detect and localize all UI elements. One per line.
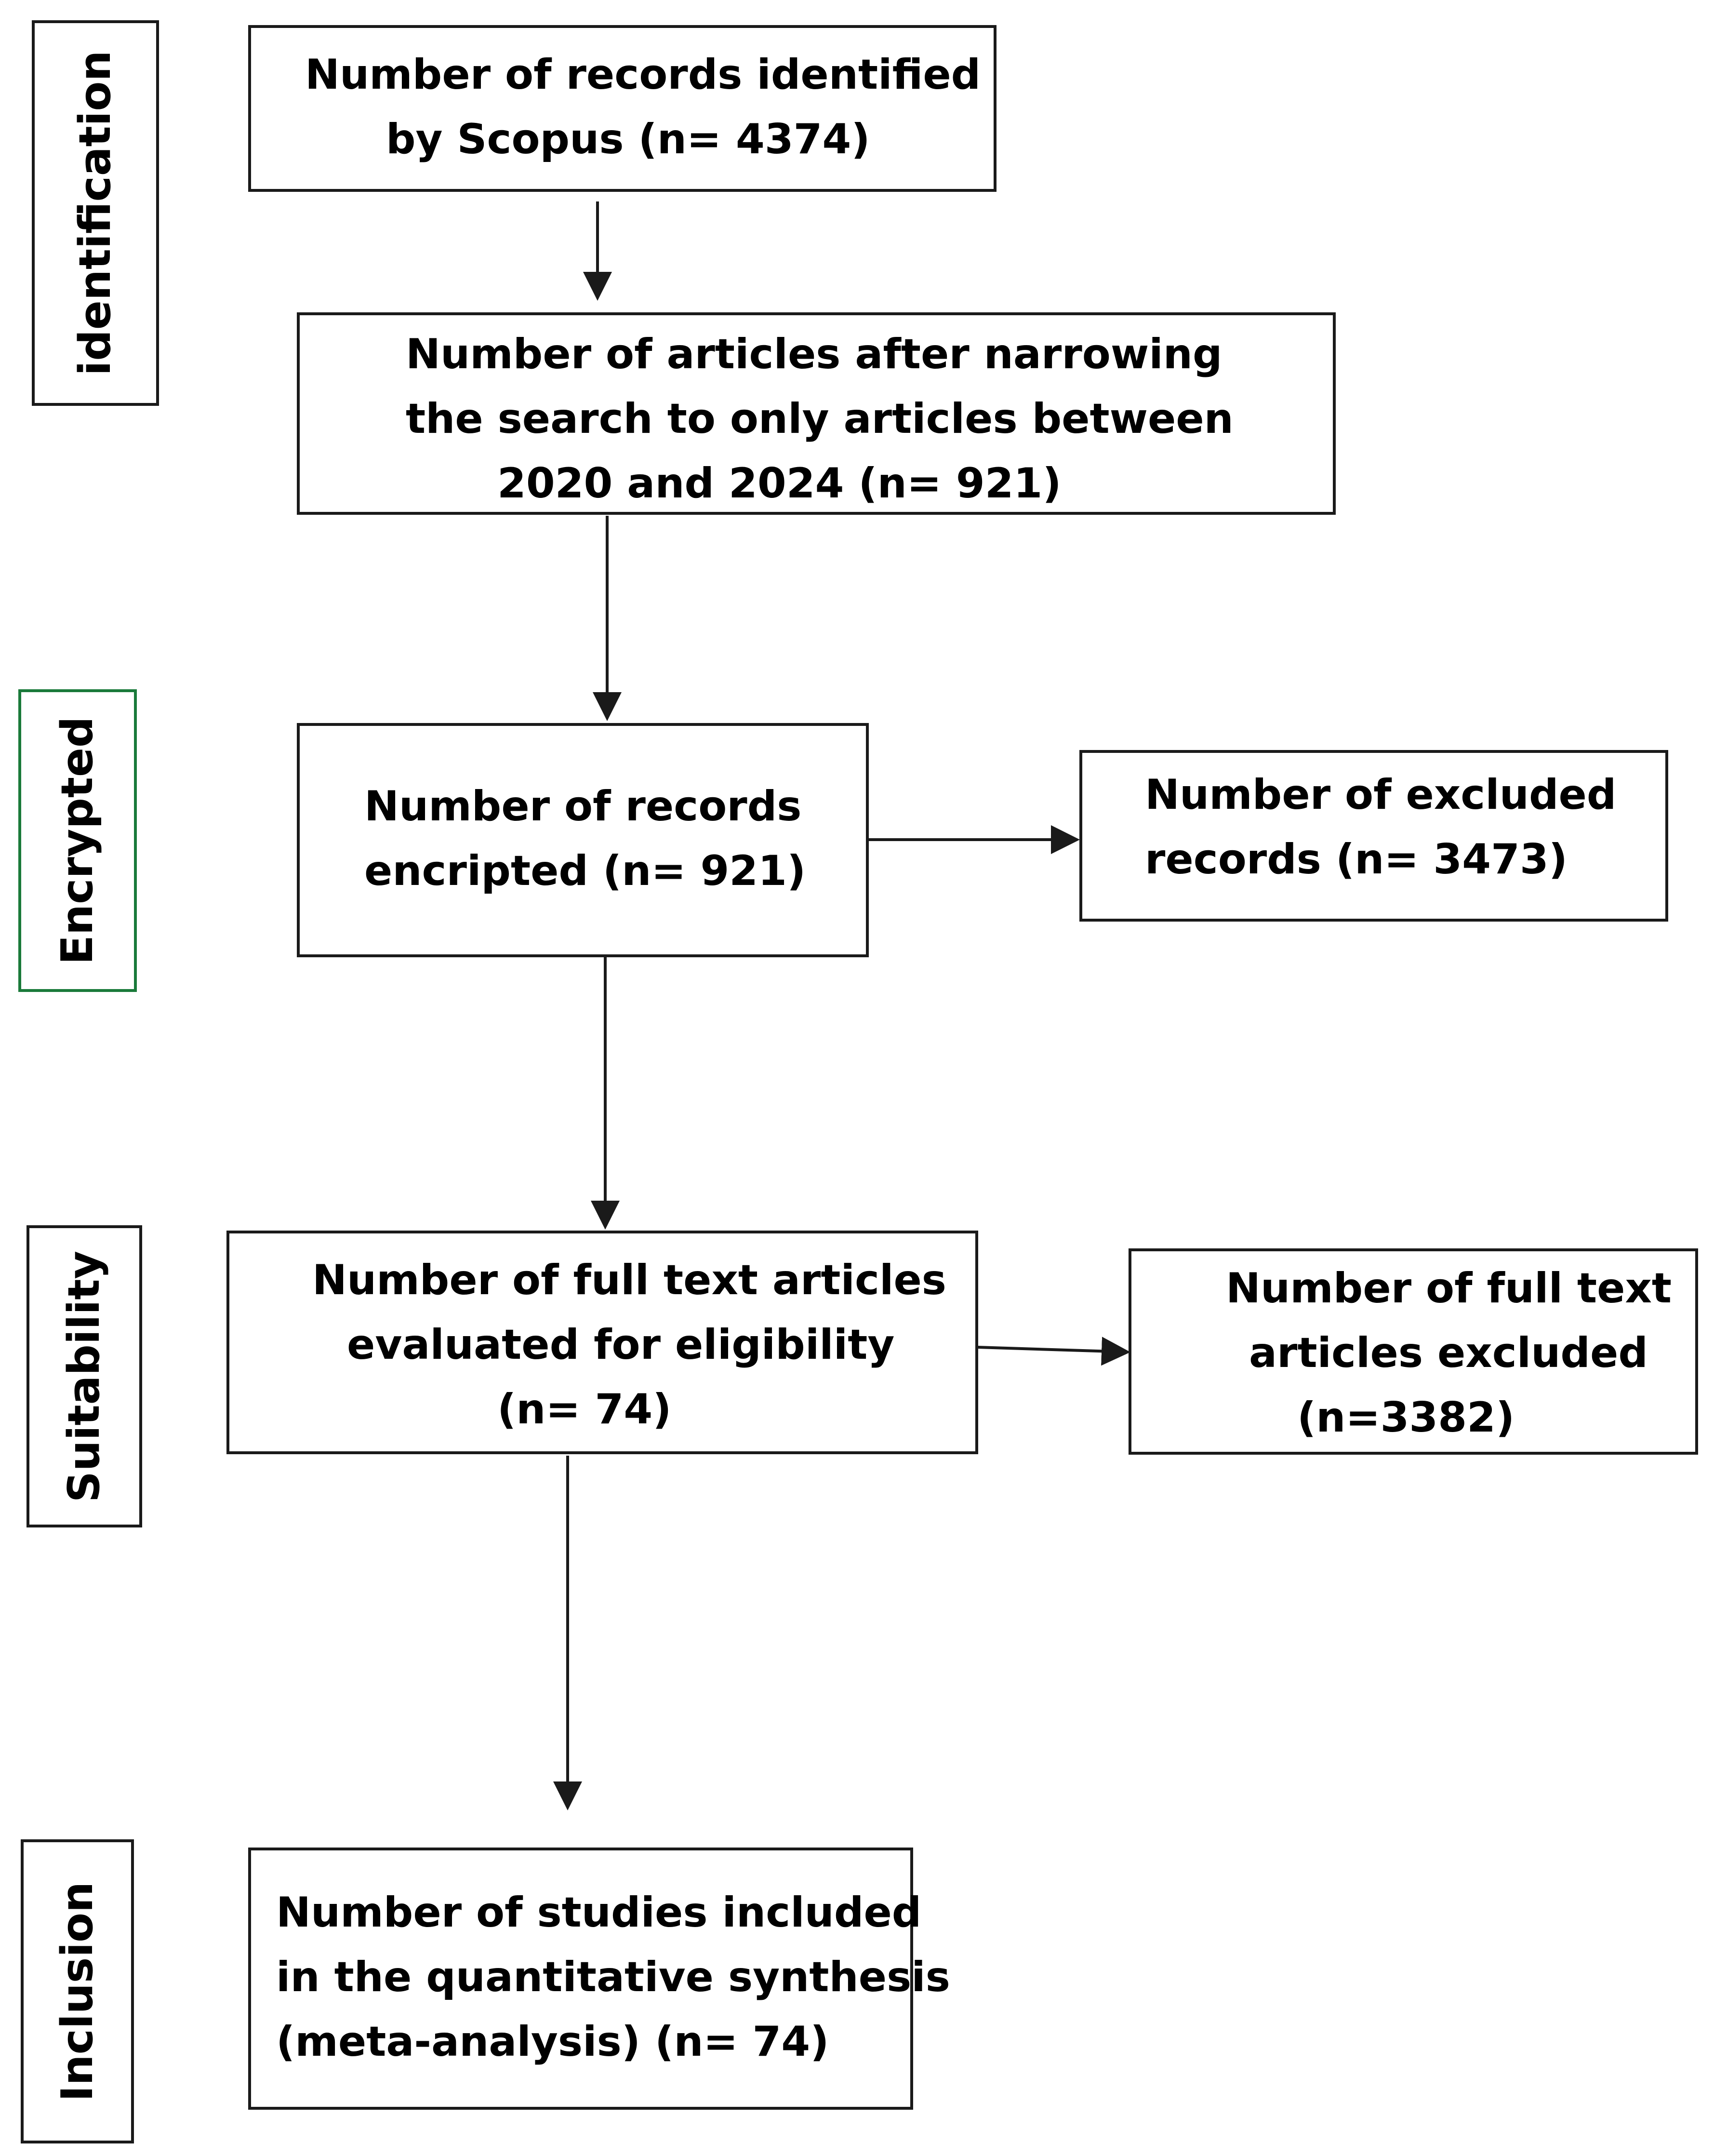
text-line: Number of full text (1226, 1264, 1672, 1312)
box-articles-narrowed-text: Number of articles after narrowing the s… (406, 322, 1234, 516)
text-line: records (n= 3473) (1145, 835, 1568, 884)
box-records-identified-text: Number of records identified by Scopus (… (305, 42, 981, 172)
arrow-full-text-to-excluded (977, 1337, 1130, 1366)
text-line: encripted (n= 921) (364, 847, 806, 895)
text-line: 2020 and 2024 (n= 921) (497, 459, 1062, 508)
box-full-text-excluded-text: Number of full text articles excluded (n… (1226, 1256, 1672, 1450)
text-line: (meta-analysis) (n= 74) (276, 2018, 829, 2066)
text-line: Number of records (364, 782, 802, 830)
text-line: (n=3382) (1297, 1393, 1515, 1442)
text-line: Number of records identified (305, 51, 981, 99)
box-records-identified: Number of records identified by Scopus (… (248, 25, 997, 192)
box-excluded-records-text: Number of excluded records (n= 3473) (1145, 763, 1616, 892)
box-full-text-evaluated-text: Number of full text articles evaluated f… (312, 1248, 946, 1442)
text-line: Number of studies included (276, 1888, 922, 1937)
text-line: evaluated for eligibility (347, 1321, 895, 1369)
stage-inclusion: Inclusion (21, 1839, 134, 2143)
text-line: Number of excluded (1145, 771, 1617, 819)
box-full-text-excluded: Number of full text articles excluded (n… (1129, 1248, 1698, 1455)
box-full-text-evaluated: Number of full text articles evaluated f… (226, 1231, 978, 1454)
text-line: Number of full text articles (312, 1256, 946, 1304)
text-line: articles excluded (1249, 1329, 1648, 1377)
text-line: the search to only articles between (406, 395, 1234, 443)
box-studies-included: Number of studies included in the quanti… (248, 1848, 950, 2110)
stage-identification: identification (32, 20, 159, 406)
box-studies-included-text: Number of studies included in the quanti… (276, 1880, 950, 2074)
stage-encrypted: Encrypted (18, 689, 137, 992)
text-line: by Scopus (n= 4374) (386, 115, 870, 163)
box-articles-narrowed: Number of articles after narrowing the s… (297, 312, 1336, 515)
text-line: Number of articles after narrowing (406, 330, 1222, 378)
stage-suitability: Suitability (27, 1225, 142, 1527)
box-excluded-records: Number of excluded records (n= 3473) (1079, 750, 1668, 922)
box-records-encripted: Number of records encripted (n= 921) (297, 723, 869, 957)
text-line: in the quantitative synthesis (276, 1953, 950, 2001)
box-records-encripted-text: Number of records encripted (n= 921) (364, 774, 806, 903)
text-line: (n= 74) (497, 1385, 672, 1433)
